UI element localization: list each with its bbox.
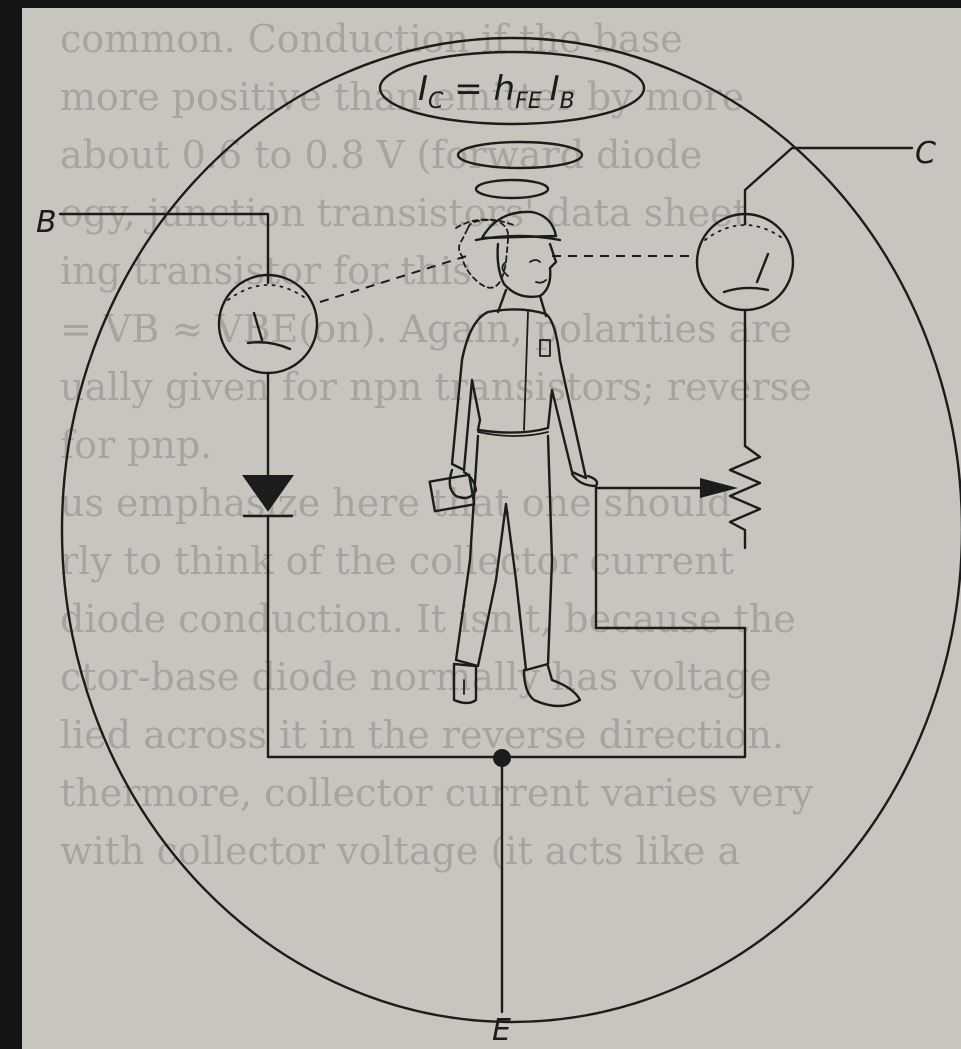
- emitter-return-wire: [266, 485, 747, 759]
- background-text-line: about 0.6 to 0.8 V (forward diode: [60, 133, 702, 177]
- background-text-line: ctor-base diode normally has voltage: [60, 655, 772, 699]
- background-text-line: rly to think of the collector current: [60, 539, 734, 583]
- top-frame-edge: [0, 0, 961, 8]
- resistor-wiper-arrowhead: [700, 478, 738, 498]
- background-text-line: = VB ≈ VBE(on). Again, polarities are: [60, 307, 792, 351]
- background-text-line: thermore, collector current varies very: [60, 771, 814, 815]
- emitter-terminal-label: E: [492, 1013, 511, 1048]
- paper-background: [22, 0, 961, 1049]
- variable-resistor-zigzag: [728, 444, 762, 550]
- background-text-line: ually given for npn transistors; reverse: [60, 365, 812, 409]
- background-text-line: with collector voltage (it acts like a: [60, 829, 740, 873]
- thought-bubble-large: [378, 50, 646, 126]
- base-terminal-label: B: [36, 205, 57, 240]
- transistor-man-drawing: [428, 210, 599, 708]
- background-text-line: lied across it in the reverse direction.: [60, 713, 784, 757]
- collector-terminal-label: C: [915, 136, 936, 171]
- thought-bubble-medium: [456, 140, 584, 170]
- collector-lead-wire: [743, 146, 914, 226]
- background-text-line: more positive than emitter by more: [60, 75, 744, 119]
- background-text-line: for pnp.: [60, 423, 212, 467]
- background-text-line: common. Conduction if the base: [60, 17, 683, 61]
- transistor-envelope-circle: [60, 36, 961, 1024]
- thought-bubble-small: [474, 178, 550, 200]
- base-lead-wire: [58, 212, 270, 285]
- gaze-line-to-base-meter: [319, 254, 471, 303]
- background-text-line: diode conduction. It isn't, because the: [60, 597, 796, 641]
- left-frame-edge: [0, 0, 22, 1049]
